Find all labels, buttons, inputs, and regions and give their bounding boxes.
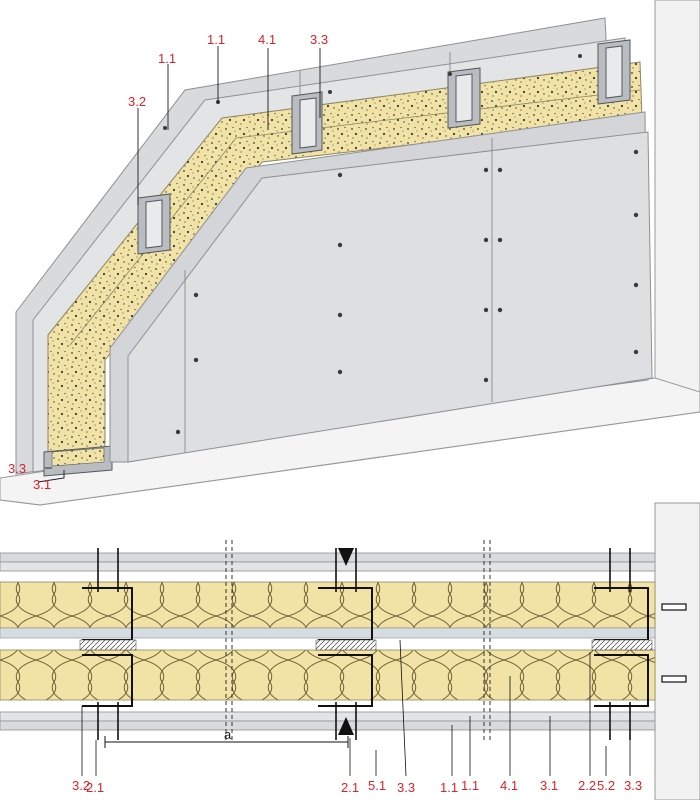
- break-lines: [225, 540, 491, 740]
- stud-profiles-top: [137, 39, 631, 255]
- section-strips: [79, 639, 653, 651]
- label-3-1: 3.1: [540, 778, 559, 793]
- label-1-1-a: 1.1: [440, 780, 459, 795]
- wool-row-top: [0, 581, 656, 629]
- upper-isometric-view: [0, 0, 700, 506]
- label-board-1-1-a: 1.1: [207, 32, 226, 47]
- label-track-3-1: 3.1: [33, 477, 52, 492]
- lower-leader-lines: [81, 639, 631, 777]
- label-4-1: 4.1: [500, 778, 519, 793]
- label-track-3-3: 3.3: [8, 461, 27, 476]
- board-joints: [338, 548, 354, 735]
- label-3-3-a: 3.3: [397, 780, 416, 795]
- label-1-1-b: 1.1: [461, 778, 480, 793]
- label-2-2: 2.2: [578, 778, 597, 793]
- label-2-1-b: 2.1: [341, 780, 360, 795]
- upper-leader-lines: [37, 46, 321, 483]
- label-stud-3-2: 3.2: [128, 94, 147, 109]
- adjacent-wall: [654, 0, 700, 396]
- label-board-1-1-b: 1.1: [158, 51, 177, 66]
- label-5-2: 5.2: [597, 778, 616, 793]
- floor-slab: [0, 377, 700, 506]
- label-5-1: 5.1: [368, 778, 387, 793]
- wool-row-bottom: [0, 649, 656, 701]
- spacing-dimension: [104, 736, 349, 748]
- label-2-1-a: 2.1: [86, 780, 105, 795]
- board-layer-front-outer: [127, 131, 653, 463]
- section-adjacent-wall: [654, 502, 700, 800]
- label-stud-3-3-top: 3.3: [310, 32, 329, 47]
- lower-section-view: [0, 502, 700, 800]
- board-screws: [163, 54, 639, 435]
- label-3-3-b: 3.3: [624, 778, 643, 793]
- label-spacing-a: a: [224, 727, 232, 742]
- label-3-2: 3.2: [72, 778, 91, 793]
- label-insulation-4-1: 4.1: [258, 32, 277, 47]
- wall-anchors: [661, 603, 687, 683]
- section-screws: [97, 548, 631, 740]
